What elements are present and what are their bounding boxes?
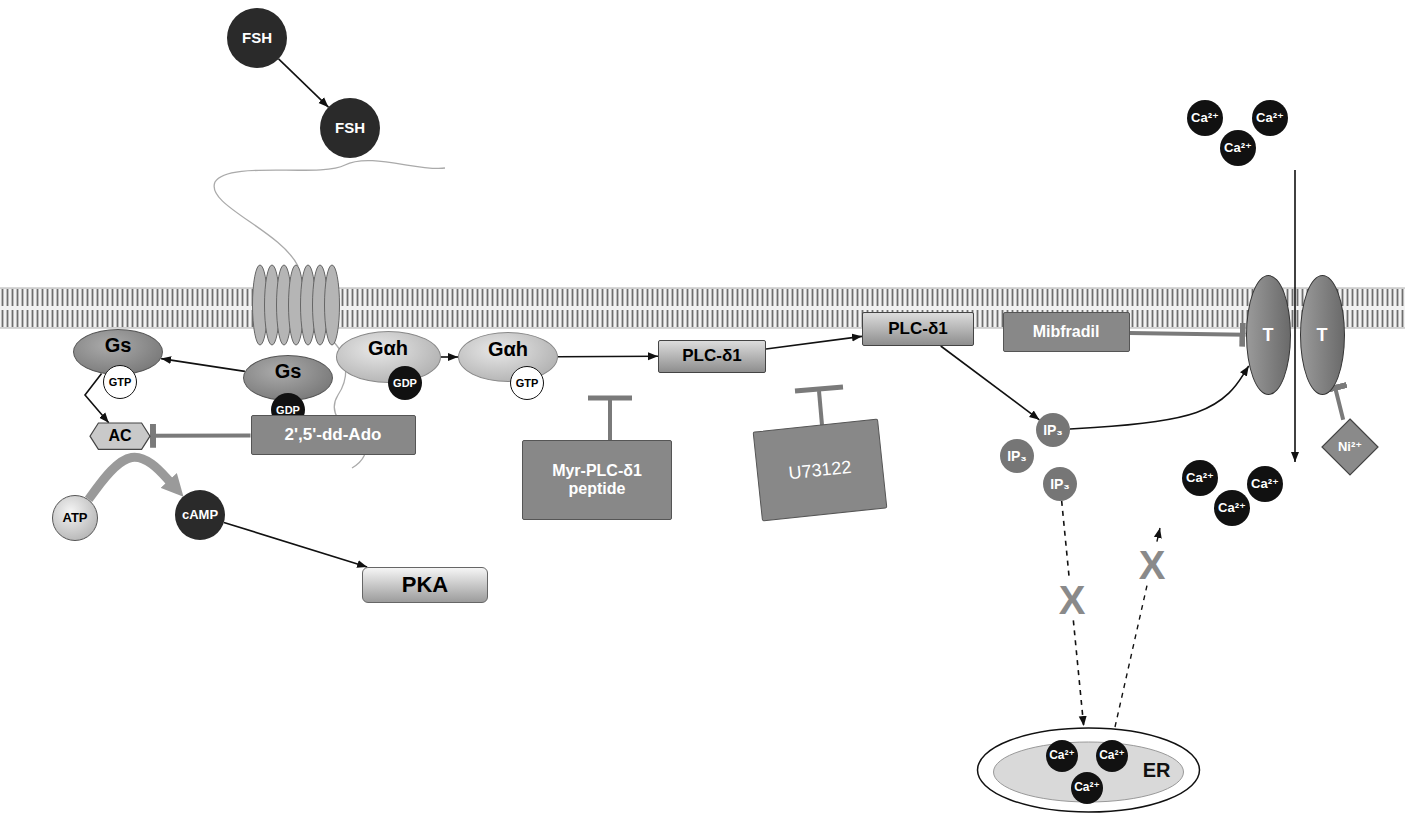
- node-label: IP₃: [1050, 476, 1070, 492]
- cell-membrane: [0, 288, 1405, 328]
- enzyme-box: PLC-δ1: [862, 312, 974, 346]
- activation-arrow: [89, 457, 174, 499]
- hormone-circle: FSH: [227, 8, 287, 68]
- block-mark: X: [1056, 580, 1089, 620]
- node-label: ER: [1143, 759, 1171, 782]
- node-label: Gαh: [368, 337, 408, 360]
- membrane-edge: [0, 288, 1405, 289]
- node-label: 2',5'-dd-Ado: [285, 425, 382, 445]
- g-protein-ellipse: Gαh: [458, 332, 558, 382]
- calcium-influx-arrow: [1294, 170, 1296, 462]
- t-channel-subunit: T: [1300, 275, 1345, 395]
- node-label: Mibfradil: [1033, 323, 1100, 341]
- ip3-circle: IP₃: [1043, 467, 1077, 501]
- node-label: cAMP: [182, 508, 218, 523]
- node-label: FSH: [335, 119, 365, 136]
- activation-arrow: [224, 522, 367, 567]
- node-label: PKA: [402, 572, 448, 597]
- node-label: Ni²⁺: [1338, 440, 1362, 455]
- node-label: GDP: [393, 377, 417, 390]
- node-label: AC: [108, 427, 131, 445]
- enzyme-box: PLC-δ1: [658, 340, 766, 373]
- calcium-ion: Ca²⁺: [1247, 466, 1283, 502]
- node-label: Gs: [105, 334, 132, 357]
- node-label: U73122: [788, 456, 853, 483]
- node-label: FSH: [242, 29, 272, 46]
- inhibition-bar: [795, 387, 843, 425]
- gtp-circle: GTP: [510, 366, 544, 400]
- node-label: Ca²⁺: [1049, 749, 1075, 763]
- hormone-circle: FSH: [320, 98, 380, 158]
- inhibitor-box: Mibfradil: [1003, 312, 1130, 352]
- activation-arrow: [941, 346, 1040, 420]
- receptor-helices: [253, 265, 340, 345]
- kinase-box: PKA: [362, 567, 488, 603]
- node-label: PLC-δ1: [888, 319, 947, 339]
- calcium-ion: Ca²⁺: [1071, 772, 1103, 804]
- activation-arrow: [766, 336, 862, 349]
- node-label: Ca²⁺: [1251, 477, 1279, 492]
- node-label: Ca²⁺: [1074, 781, 1100, 795]
- node-label: GTP: [109, 376, 132, 389]
- ip3-circle: IP₃: [1036, 413, 1070, 447]
- enzyme-hexagon: AC: [90, 423, 150, 449]
- gtp-circle: GTP: [103, 365, 137, 399]
- inhibition-connector: [1334, 385, 1343, 420]
- node-label: Gs: [275, 360, 302, 383]
- t-channel-subunit: T: [1246, 275, 1291, 395]
- ip3-circle: IP₃: [1000, 439, 1034, 473]
- node-label: T: [1317, 325, 1328, 346]
- activation-arrow: [558, 355, 658, 357]
- inhibitor-box: 2',5'-dd-Ado: [251, 415, 416, 455]
- node-label: Ca²⁺: [1256, 111, 1284, 126]
- node-label: IP₃: [1043, 422, 1063, 438]
- er-organelle: ER Ca²⁺ Ca²⁺ Ca²⁺: [976, 726, 1201, 814]
- calcium-ion: Ca²⁺: [1182, 460, 1218, 496]
- node-label: GTP: [516, 377, 539, 390]
- nucleotide-circle: ATP: [52, 495, 98, 541]
- node-label: PLC-δ1: [682, 346, 741, 366]
- nucleotide-circle: cAMP: [175, 490, 225, 540]
- gdp-circle: GDP: [388, 366, 422, 400]
- node-label: IP₃: [1007, 448, 1027, 464]
- activation-arrow: [279, 59, 329, 107]
- calcium-ion: Ca²⁺: [1096, 740, 1128, 772]
- activation-arrow: [161, 359, 245, 372]
- inhibition-connector: [1130, 333, 1246, 335]
- inhibitor-box: U73122: [753, 419, 888, 522]
- receptor-ectodomain: [214, 161, 445, 266]
- inhibitor-diamond: Ni²⁺: [1322, 419, 1378, 475]
- inhibition-connector: [150, 433, 251, 437]
- inhibitor-box: Myr-PLC-δ1 peptide: [522, 440, 672, 520]
- node-label: Ca²⁺: [1191, 111, 1219, 126]
- calcium-ion: Ca²⁺: [1252, 100, 1288, 136]
- calcium-ion: Ca²⁺: [1214, 490, 1250, 526]
- g-protein-ellipse: Gαh: [336, 331, 441, 383]
- node-label: Ca²⁺: [1186, 471, 1214, 486]
- node-label: ATP: [62, 511, 87, 526]
- activation-arrow: [441, 356, 459, 358]
- activation-arrow: [1070, 366, 1249, 429]
- inhibition-bar: [588, 398, 632, 440]
- calcium-ion: Ca²⁺: [1220, 130, 1256, 166]
- calcium-ion: Ca²⁺: [1187, 100, 1223, 136]
- node-label: Ca²⁺: [1099, 749, 1125, 763]
- block-mark: X: [1136, 545, 1169, 585]
- node-label: Ca²⁺: [1224, 141, 1252, 156]
- node-label: Myr-PLC-δ1 peptide: [530, 462, 664, 499]
- node-label: Ca²⁺: [1218, 501, 1246, 516]
- membrane-edge: [0, 328, 1405, 329]
- node-label: T: [1263, 325, 1274, 346]
- node-label: Gαh: [488, 338, 528, 361]
- calcium-ion: Ca²⁺: [1046, 740, 1078, 772]
